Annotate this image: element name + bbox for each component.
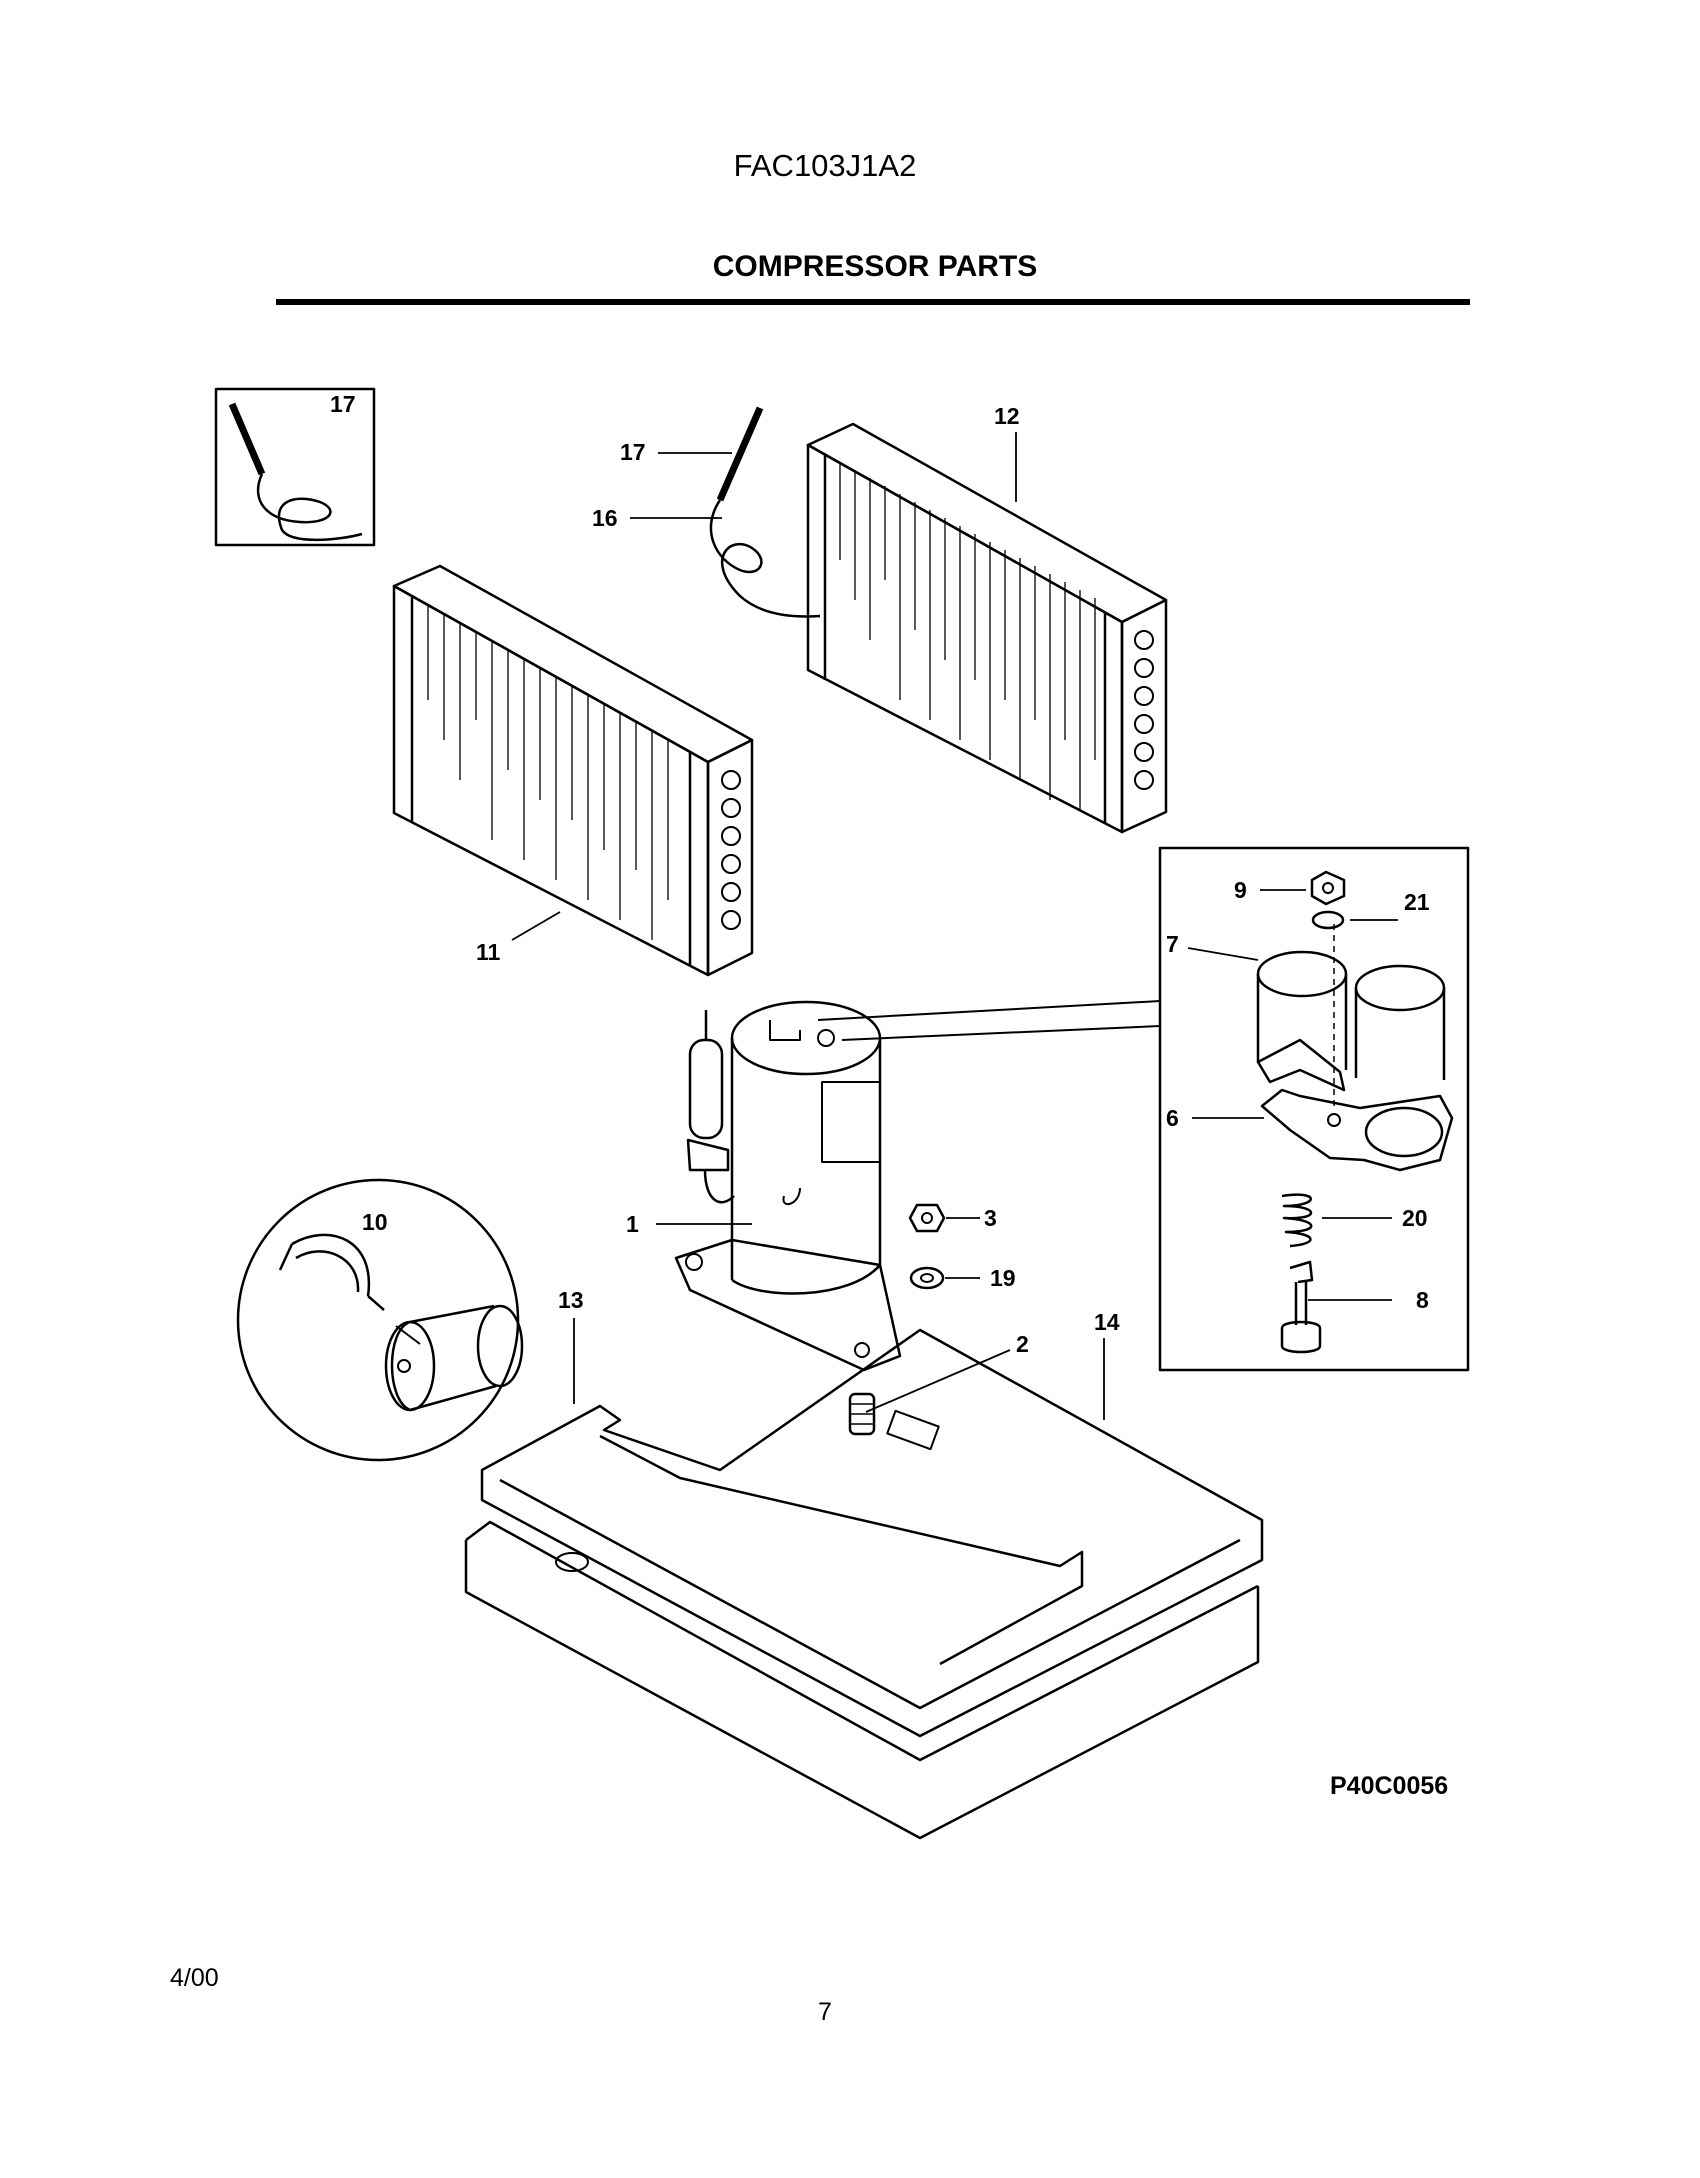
revision-date: 4/00 — [170, 1964, 219, 1992]
capacitor-detail — [236, 1178, 524, 1462]
callout-7: 7 — [1166, 931, 1179, 957]
terminal-cover-detail — [1158, 846, 1470, 1372]
drawing-code: P40C0056 — [1330, 1772, 1449, 1800]
section-title: COMPRESSOR PARTS — [712, 250, 1038, 283]
callout-13: 13 — [558, 1287, 584, 1313]
callout-leaders — [511, 432, 1398, 1420]
callout-21: 21 — [1404, 889, 1430, 915]
callout-16: 16 — [592, 505, 618, 531]
capillary-tube — [709, 406, 821, 618]
callout-6: 6 — [1166, 1105, 1179, 1131]
callout-19: 19 — [990, 1265, 1016, 1291]
condenser-coil — [806, 422, 1168, 834]
callout-11: 11 — [476, 939, 501, 965]
detail-leader-lines — [817, 1000, 1161, 1041]
inset-capillary-detail — [214, 387, 376, 547]
page-number: 7 — [818, 1998, 832, 2026]
callout-14: 14 — [1094, 1309, 1120, 1335]
callout-1: 1 — [626, 1211, 639, 1237]
callout-2: 2 — [1016, 1331, 1029, 1357]
callout-3: 3 — [984, 1205, 997, 1231]
compressor — [674, 1000, 902, 1372]
callout-10: 10 — [362, 1209, 388, 1235]
callout-12: 12 — [994, 403, 1020, 429]
evaporator-coil — [392, 564, 754, 977]
mounting-hardware — [848, 1203, 946, 1436]
callout-20: 20 — [1402, 1205, 1428, 1231]
callout-8: 8 — [1416, 1287, 1429, 1313]
base-pan-assembly — [464, 1328, 1264, 1840]
callout-9: 9 — [1234, 877, 1247, 903]
title-rule — [276, 299, 1470, 305]
callout-17: 17 — [620, 439, 646, 465]
model-number: FAC103J1A2 — [733, 148, 917, 183]
callout-17-inset: 17 — [330, 391, 356, 417]
